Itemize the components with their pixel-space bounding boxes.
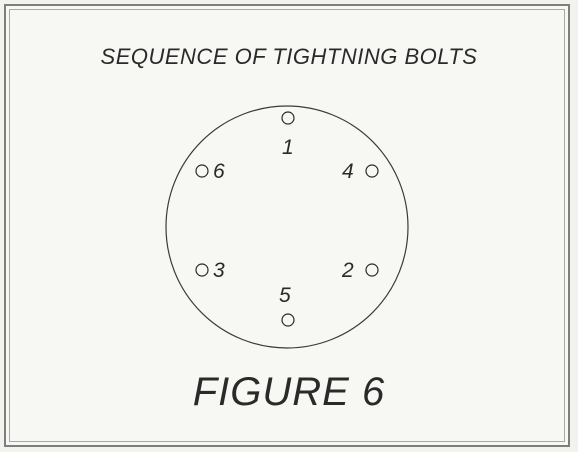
bolt-hole-2 bbox=[365, 263, 379, 277]
bolt-number-1: 1 bbox=[282, 136, 294, 159]
bolt-number-4: 4 bbox=[342, 160, 354, 183]
bolt-hole-5 bbox=[281, 313, 295, 327]
figure-title: SEQUENCE OF TIGHTNING BOLTS bbox=[100, 44, 478, 69]
flange-circle bbox=[165, 105, 409, 349]
figure-frame-inner-border bbox=[9, 9, 565, 442]
bolt-hole-6 bbox=[195, 164, 209, 178]
figure-label: FIGURE 6 bbox=[192, 370, 386, 414]
bolt-number-2: 2 bbox=[341, 259, 354, 282]
bolt-number-5: 5 bbox=[279, 284, 291, 307]
bolt-hole-3 bbox=[195, 263, 209, 277]
bolt-hole-4 bbox=[365, 164, 379, 178]
bolt-hole-1 bbox=[281, 111, 295, 125]
bolt-number-3: 3 bbox=[213, 259, 225, 282]
bolt-number-6: 6 bbox=[213, 160, 225, 183]
bolt-pattern-diagram: 1 4 2 5 3 6 bbox=[165, 105, 409, 349]
figure-frame: SEQUENCE OF TIGHTNING BOLTS 1 4 2 5 3 6 … bbox=[4, 4, 570, 447]
